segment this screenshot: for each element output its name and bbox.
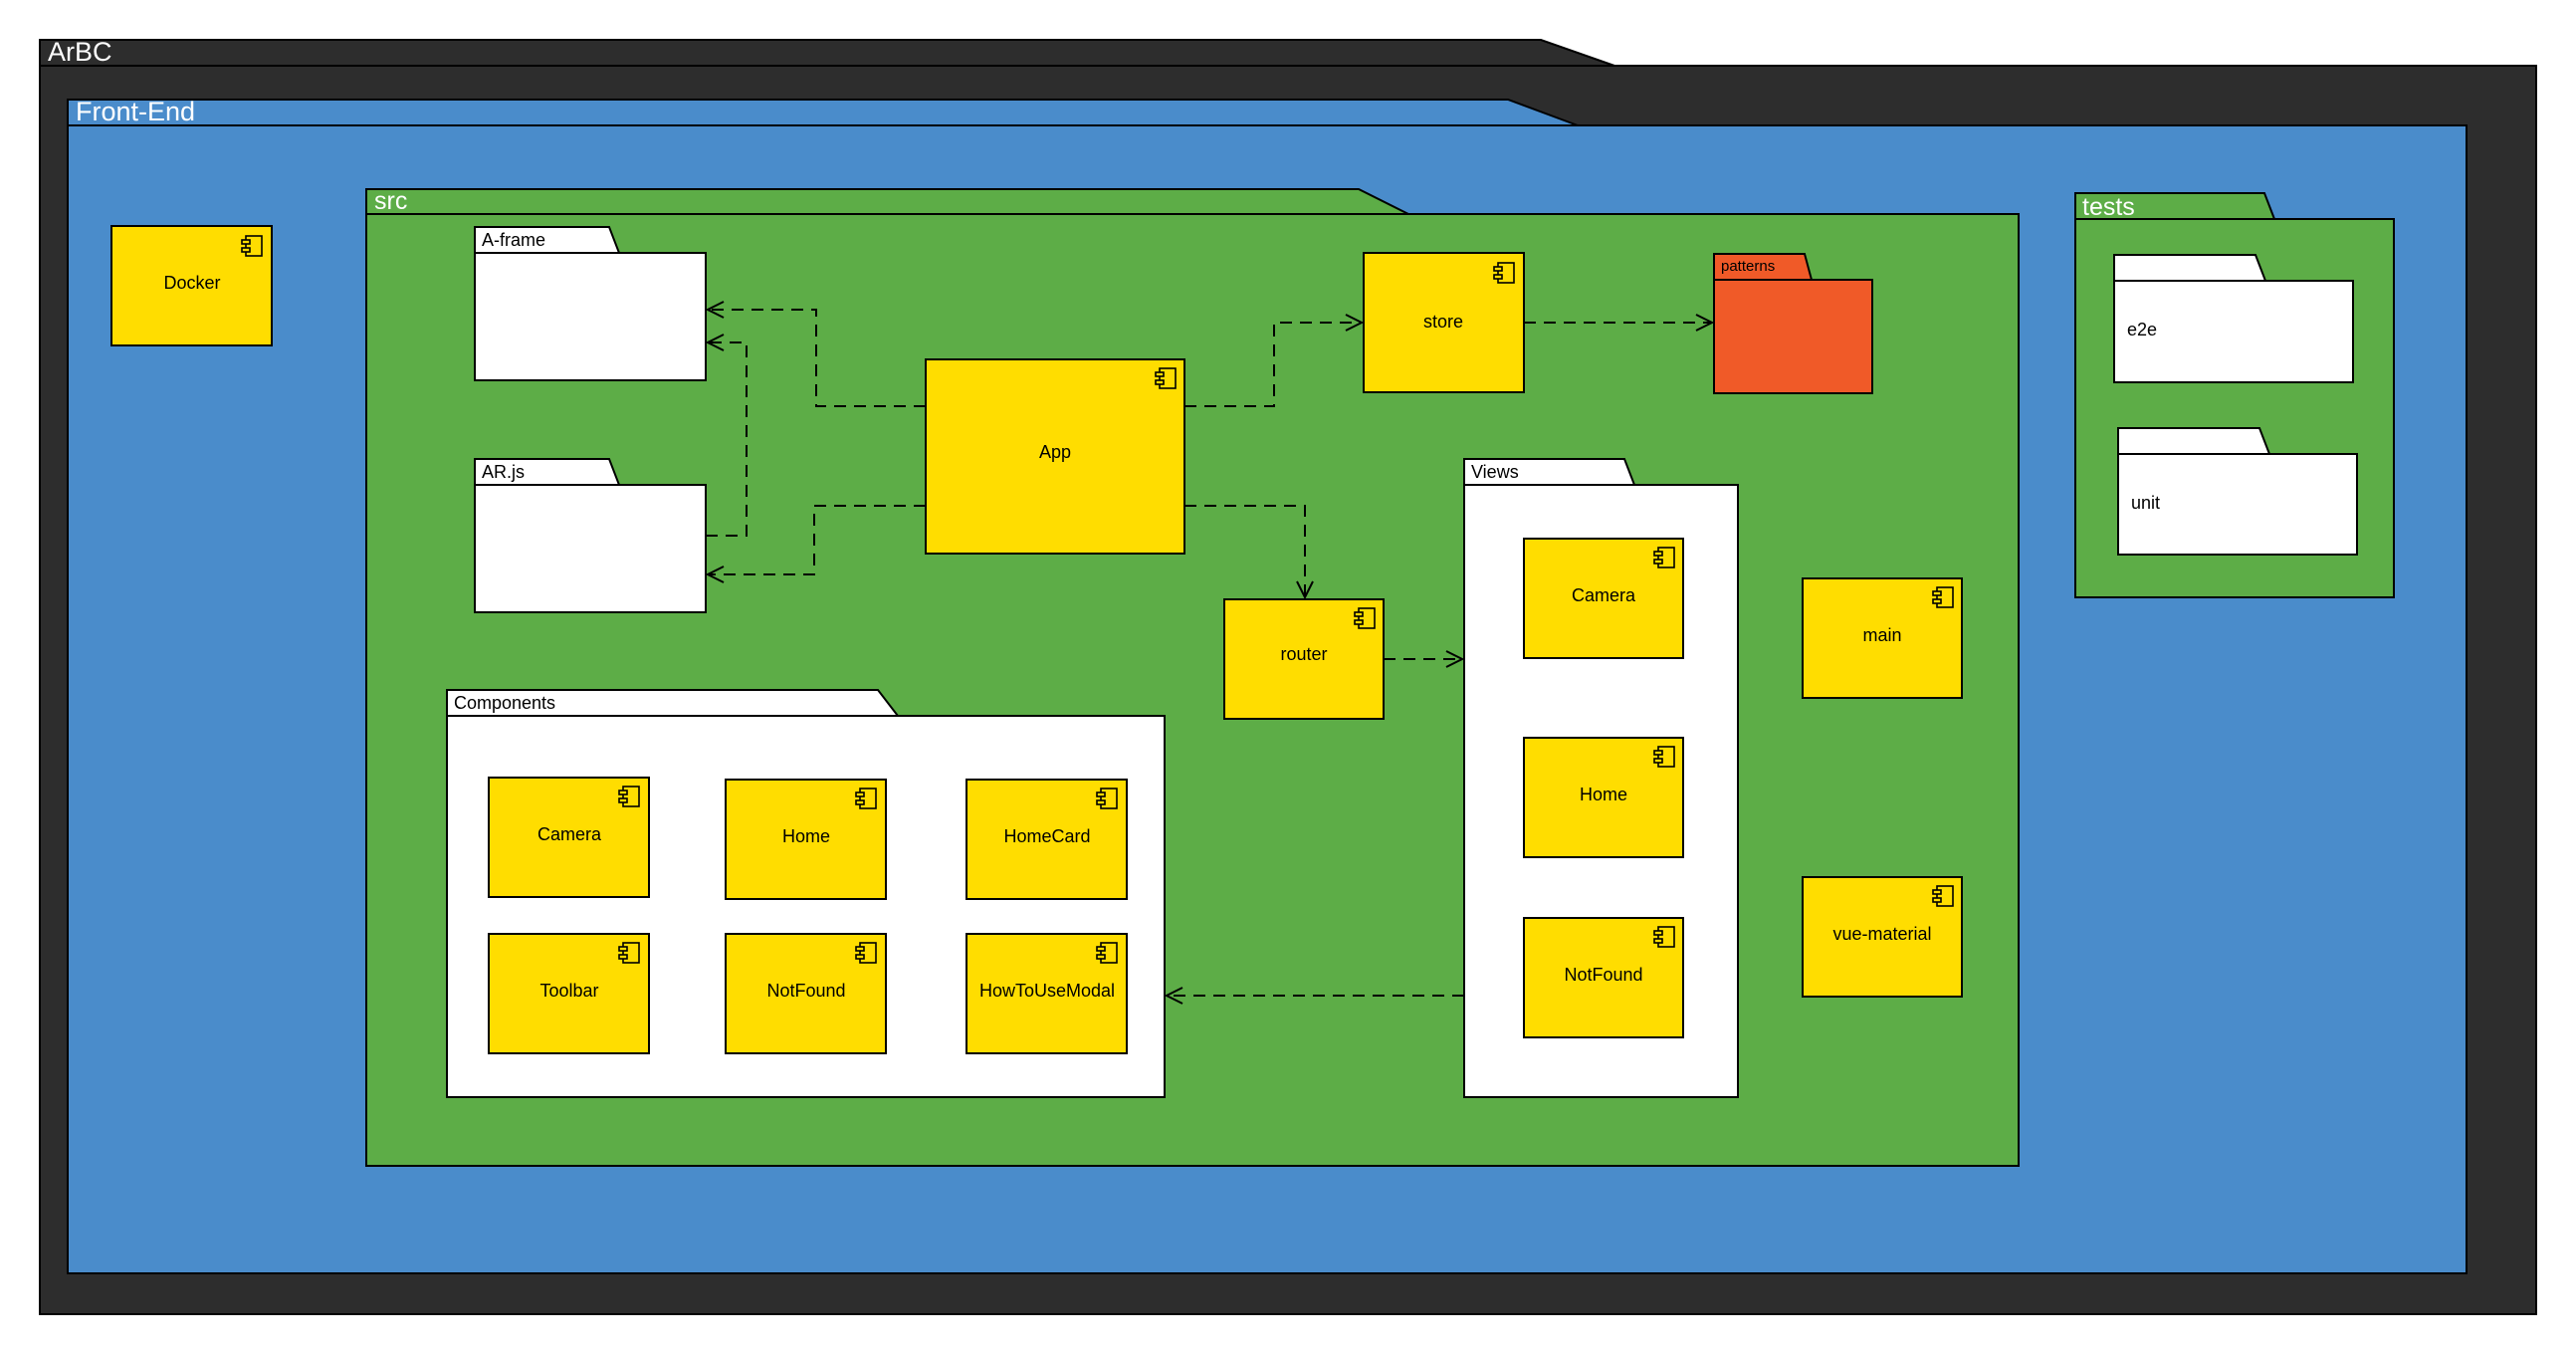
dependency-arjs-to-aframe [706,342,748,537]
package-aframe[interactable]: A-frame [474,226,707,381]
components-component-notfound-label: NotFound [766,981,845,1001]
views-component-home-label: Home [1580,785,1627,804]
components-component-homecard[interactable]: HomeCard [966,779,1128,900]
component-app-label: App [1039,442,1071,462]
components-component-camera-label: Camera [537,824,602,844]
component-main-label: main [1862,625,1901,645]
components-component-howtousemodal-label: HowToUseModal [979,981,1115,1001]
dependency-app-to-aframe [708,310,926,407]
package-arjs-title: AR.js [482,462,525,482]
dependency-app-to-store [1184,323,1362,407]
dependency-app-to-arjs [708,505,926,574]
views-component-camera[interactable]: Camera [1523,538,1684,659]
package-unit[interactable]: unit [2117,427,2358,556]
package-frontend-tab [67,99,1579,126]
views-component-notfound[interactable]: NotFound [1523,917,1684,1038]
package-frontend-title: Front-End [76,97,195,126]
package-arbc-title: ArBC [48,37,112,67]
package-tests-title: tests [2082,193,2135,221]
package-components-title: Components [454,693,555,713]
package-aframe-title: A-frame [482,230,545,250]
package-src-tab [365,188,1409,215]
component-router[interactable]: router [1223,598,1385,720]
components-component-home-label: Home [782,826,830,846]
component-docker-label: Docker [163,273,220,293]
component-store[interactable]: store [1363,252,1525,393]
components-component-home[interactable]: Home [725,779,887,900]
package-e2e-label: e2e [2127,320,2157,339]
package-patterns-title: patterns [1721,258,1775,275]
package-arjs[interactable]: AR.js [474,458,707,613]
package-patterns[interactable]: patterns [1713,253,1873,394]
components-component-notfound[interactable]: NotFound [725,933,887,1054]
package-unit-label: unit [2131,493,2160,513]
component-router-label: router [1280,644,1327,664]
components-component-homecard-label: HomeCard [1003,826,1090,846]
component-vue-material[interactable]: vue-material [1802,876,1963,998]
dependency-app-to-router [1184,505,1305,597]
components-component-howtousemodal[interactable]: HowToUseModal [966,933,1128,1054]
views-component-camera-label: Camera [1572,585,1636,605]
components-component-toolbar-label: Toolbar [539,981,598,1001]
package-views-title: Views [1471,462,1519,482]
component-store-label: store [1423,312,1463,332]
package-arbc-tab [39,39,1615,67]
component-app[interactable]: App [925,358,1185,555]
views-component-notfound-label: NotFound [1564,965,1642,985]
components-component-camera[interactable]: Camera [488,777,650,898]
package-src-title: src [374,187,407,215]
component-docker[interactable]: Docker [110,225,273,346]
component-vue-material-label: vue-material [1832,924,1931,944]
components-component-toolbar[interactable]: Toolbar [488,933,650,1054]
package-e2e[interactable]: e2e [2113,254,2354,383]
views-component-home[interactable]: Home [1523,737,1684,858]
component-main[interactable]: main [1802,577,1963,699]
